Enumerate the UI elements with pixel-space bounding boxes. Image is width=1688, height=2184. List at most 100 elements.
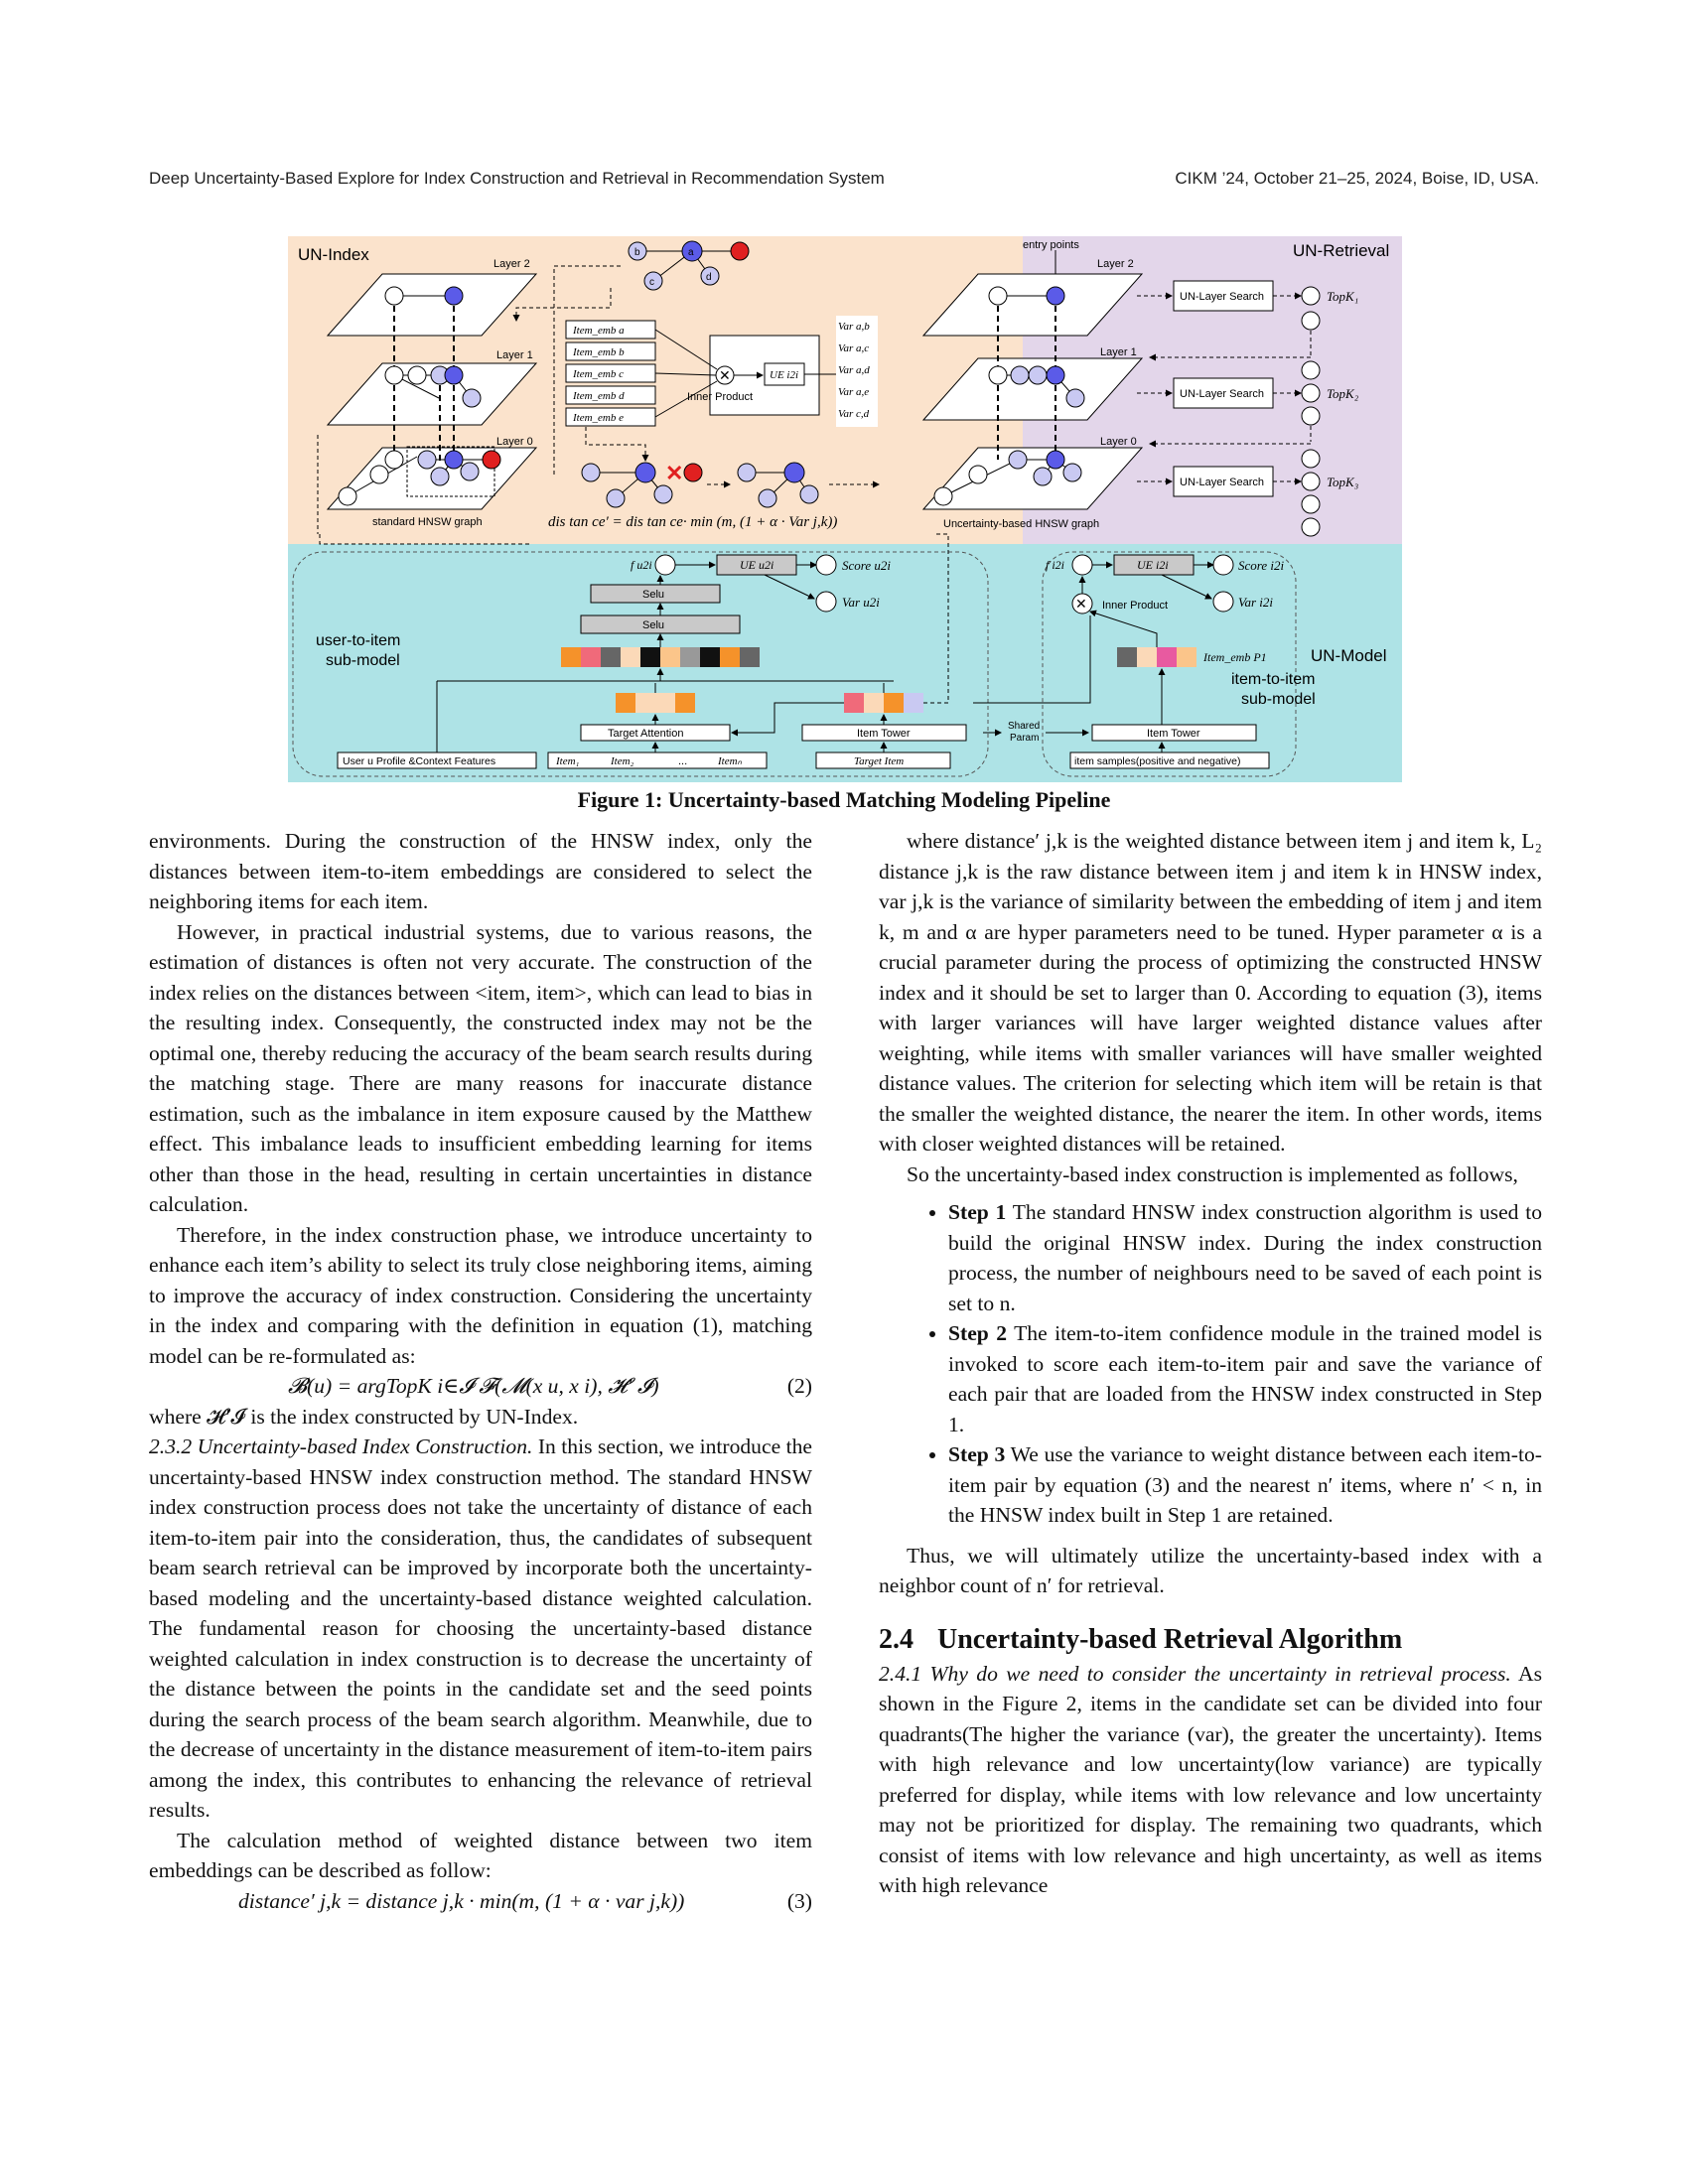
paragraph: Thus, we will ultimately utilize the unc… xyxy=(879,1543,1542,1598)
list-item: Step 1 The standard HNSW index construct… xyxy=(948,1197,1542,1318)
svg-text:Var a,d: Var a,d xyxy=(838,364,870,376)
svg-text:TopK₂: TopK₂ xyxy=(1327,386,1359,401)
standard-hnsw-graph: Layer 2 Layer 1 Layer 0 standard HNSW xyxy=(326,258,538,528)
svg-text:Item_emb b: Item_emb b xyxy=(572,346,625,358)
svg-text:Var a,e: Var a,e xyxy=(838,386,869,398)
svg-text:Item₁: Item₁ xyxy=(555,755,580,767)
svg-text:Score u2i: Score u2i xyxy=(842,558,891,573)
paragraph: where 𝓗′𝓘 is the index constructed by UN… xyxy=(149,1404,579,1429)
svg-text:Inner Product: Inner Product xyxy=(687,391,753,403)
svg-text:✕: ✕ xyxy=(665,461,683,485)
svg-text:Item_emb d: Item_emb d xyxy=(572,390,625,402)
item-to-item-submodel: f i2i UE i2i Score i2i Var i2i ✕ Inner P… xyxy=(973,551,1316,777)
concat-embedding-bar xyxy=(561,647,760,667)
svg-text:Selu: Selu xyxy=(642,619,664,631)
un-model-panel xyxy=(288,544,1402,782)
svg-text:UN-Layer Search: UN-Layer Search xyxy=(1180,477,1264,488)
running-header-title: Deep Uncertainty-Based Explore for Index… xyxy=(149,169,885,188)
svg-text:Layer 2: Layer 2 xyxy=(1097,258,1134,270)
layer1-label: Layer 1 xyxy=(496,349,533,361)
svg-text:a: a xyxy=(688,247,694,258)
un-index-label: UN-Index xyxy=(298,245,369,264)
svg-text:f u2i: f u2i xyxy=(631,558,652,572)
svg-text:Layer 1: Layer 1 xyxy=(1100,346,1137,358)
paragraph: The calculation method of weighted dista… xyxy=(149,1828,812,1883)
svg-text:✕: ✕ xyxy=(1075,596,1087,612)
paragraph: So the uncertainty-based index construct… xyxy=(907,1161,1518,1186)
svg-text:Var u2i: Var u2i xyxy=(842,595,880,610)
svg-text:Itemₙ: Itemₙ xyxy=(717,755,743,767)
entry-points-label: entry points xyxy=(1023,239,1079,251)
svg-text:Inner Product: Inner Product xyxy=(1102,600,1168,612)
svg-text:Uncertainty-based HNSW graph: Uncertainty-based HNSW graph xyxy=(943,518,1099,530)
svg-text:item samples(positive and nega: item samples(positive and negative) xyxy=(1074,755,1241,767)
left-column: environments. During the construction of… xyxy=(149,826,812,1916)
right-column: where distance′ j,k is the weighted dist… xyxy=(879,826,1542,1901)
equation-3-number: (3) xyxy=(786,1888,812,1913)
svg-text:UE i2i: UE i2i xyxy=(770,369,798,381)
svg-text:sub-model: sub-model xyxy=(326,652,400,669)
standard-graph-label: standard HNSW graph xyxy=(372,516,483,528)
svg-text:d: d xyxy=(706,272,712,283)
svg-text:Item_emb P1: Item_emb P1 xyxy=(1202,650,1267,664)
svg-text:Layer 0: Layer 0 xyxy=(1100,436,1137,448)
un-model-label: UN-Model xyxy=(1311,646,1387,665)
svg-text:f i2i: f i2i xyxy=(1046,558,1064,572)
pruning-illustration: ✕ dis tan ce′ = dis tan ce· min (m, (1 +… xyxy=(548,461,880,530)
subsection-title: 2.4.1 Why do we need to consider the unc… xyxy=(879,1661,1511,1686)
list-item: Step 2 The item-to-item confidence modul… xyxy=(948,1318,1542,1439)
paragraph-with-subhead: 2.3.2 Uncertainty-based Index Constructi… xyxy=(149,1432,812,1826)
svg-text:UN-Layer Search: UN-Layer Search xyxy=(1180,388,1264,400)
equation-3: distance′ j,k = distance j,k · min(m, (1… xyxy=(149,1886,812,1917)
svg-text:b: b xyxy=(634,247,640,258)
svg-text:Var a,c: Var a,c xyxy=(838,342,869,354)
svg-text:item-to-item: item-to-item xyxy=(1231,671,1315,688)
svg-text:c: c xyxy=(649,277,654,288)
layer2-label: Layer 2 xyxy=(493,258,530,270)
un-retrieval-label: UN-Retrieval xyxy=(1293,241,1389,260)
svg-text:Item Tower: Item Tower xyxy=(1147,728,1200,740)
svg-text:UE i2i: UE i2i xyxy=(1137,558,1169,572)
subsection-title: 2.3.2 Uncertainty-based Index Constructi… xyxy=(149,1434,533,1458)
svg-text:UE u2i: UE u2i xyxy=(740,558,774,572)
svg-text:Score i2i: Score i2i xyxy=(1238,558,1284,573)
svg-text:...: ... xyxy=(678,755,687,767)
paragraph: Therefore, in the index construction pha… xyxy=(149,1222,812,1368)
paragraph-with-subhead: 2.4.1 Why do we need to consider the unc… xyxy=(879,1659,1542,1901)
svg-text:UN-Layer Search: UN-Layer Search xyxy=(1180,291,1264,303)
svg-text:Item₂: Item₂ xyxy=(610,755,634,767)
paragraph: environments. During the construction of… xyxy=(149,829,812,913)
svg-text:Var i2i: Var i2i xyxy=(1238,595,1273,610)
svg-text:Item_emb c: Item_emb c xyxy=(572,368,624,380)
distance-formula: dis tan ce′ = dis tan ce· min (m, (1 + α… xyxy=(548,514,837,530)
item-embedding-list: Item_emb a Item_emb b Item_emb c Item_em… xyxy=(565,316,878,427)
list-item: Step 3 We use the variance to weight dis… xyxy=(948,1439,1542,1531)
svg-text:Item_emb e: Item_emb e xyxy=(572,412,624,424)
svg-text:Item_emb a: Item_emb a xyxy=(572,325,625,337)
svg-text:Var c,d: Var c,d xyxy=(838,408,870,420)
running-header-venue: CIKM ’24, October 21–25, 2024, Boise, ID… xyxy=(1175,169,1539,188)
svg-text:Param: Param xyxy=(1010,733,1039,744)
paragraph: where distance′ j,k is the weighted dist… xyxy=(879,829,1542,1156)
svg-text:sub-model: sub-model xyxy=(1241,691,1316,708)
paragraph-body: In this section, we introduce the uncert… xyxy=(149,1434,812,1822)
mini-graph-top: b a c d xyxy=(628,240,750,291)
paragraph: However, in practical industrial systems… xyxy=(149,919,812,1217)
pipeline-figure: UN-Index UN-Retrieval UN-Model Layer 2 L… xyxy=(288,236,1402,782)
svg-text:user-to-item: user-to-item xyxy=(316,632,400,649)
svg-text:✕: ✕ xyxy=(719,367,731,383)
svg-text:Target Item: Target Item xyxy=(854,755,904,767)
svg-text:Target Attention: Target Attention xyxy=(608,728,683,740)
svg-text:Selu: Selu xyxy=(642,589,664,601)
svg-text:Shared: Shared xyxy=(1008,721,1040,732)
equation-2-body: 𝓑(u) = argTopK i∈𝓘 𝓕(𝓜(x u, x i), 𝓗′ 𝓘) xyxy=(288,1374,659,1398)
svg-text:User u Profile &Context Featur: User u Profile &Context Features xyxy=(343,755,495,767)
svg-text:Item Tower: Item Tower xyxy=(857,728,911,740)
svg-text:TopK₁: TopK₁ xyxy=(1327,289,1358,304)
equation-2: 𝓑(u) = argTopK i∈𝓘 𝓕(𝓜(x u, x i), 𝓗′ 𝓘) … xyxy=(149,1371,812,1402)
equation-2-number: (2) xyxy=(786,1374,812,1398)
un-layer-search-column: UN-Layer Search TopK₁ UN-Layer Search To… xyxy=(1137,280,1359,537)
svg-text:Var a,b: Var a,b xyxy=(838,321,870,333)
paragraph-body: As shown in the Figure 2, items in the c… xyxy=(879,1661,1542,1898)
